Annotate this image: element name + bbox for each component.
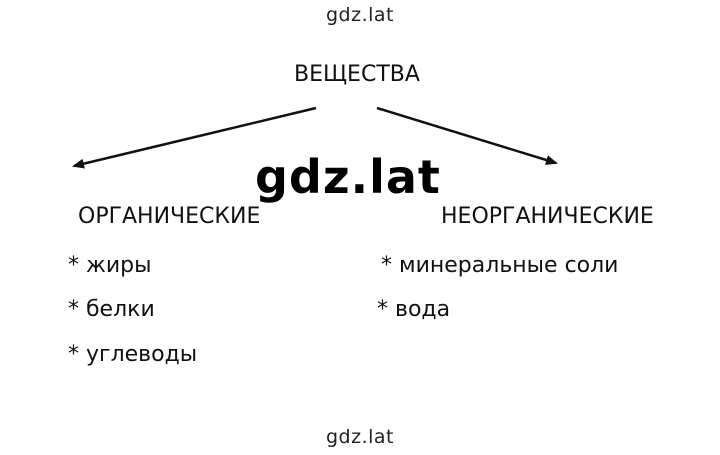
watermark-top: gdz.lat <box>325 4 394 26</box>
list-item-inorganic-1: * минеральные соли <box>381 253 619 278</box>
list-item-organic-2: * белки <box>68 297 155 322</box>
branch-organic-label: ОРГАНИЧЕСКИЕ <box>78 204 261 229</box>
watermark-bottom: gdz.lat <box>325 426 394 448</box>
root-node: ВЕЩЕСТВА <box>294 62 420 87</box>
arrow-right <box>376 106 558 165</box>
list-item-organic-1: * жиры <box>68 253 152 278</box>
arrow-left <box>72 106 317 169</box>
watermark-center: gdz.lat <box>255 150 441 204</box>
list-item-inorganic-2: * вода <box>377 297 451 322</box>
list-item-organic-3: * углеводы <box>68 342 198 367</box>
branch-inorganic-label: НЕОРГАНИЧЕСКИЕ <box>441 204 654 229</box>
